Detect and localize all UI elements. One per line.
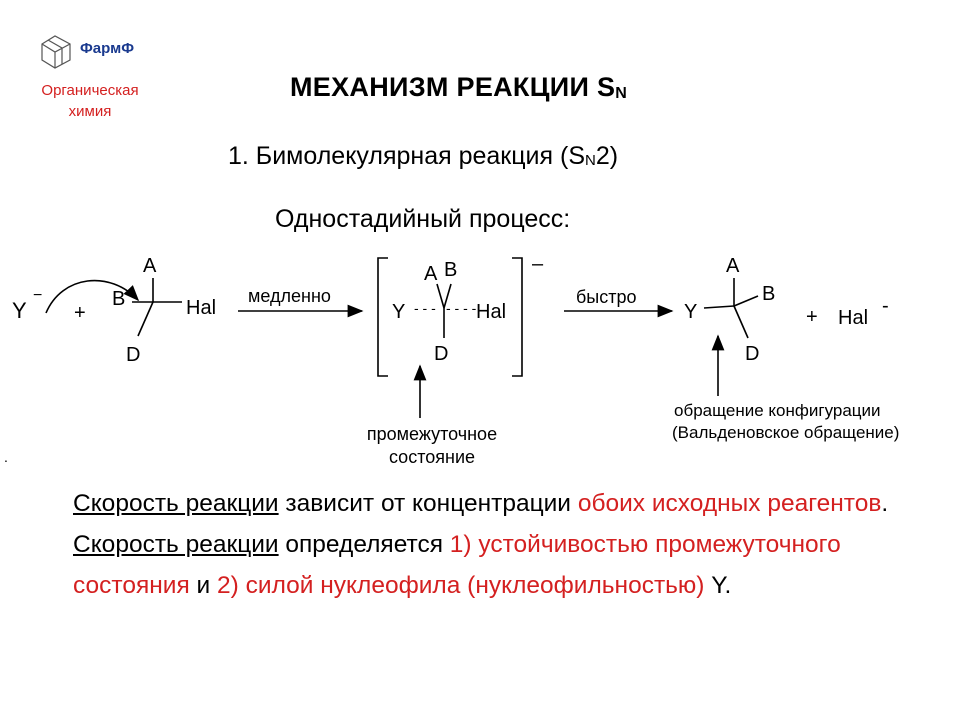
ts-hal: Hal [476,301,506,323]
attack-curved-arrow [45,279,140,314]
conjunction: и [189,572,218,599]
ts-y: Y [392,301,405,323]
page-title: МЕХАНИЗМ РЕАКЦИИ SN [290,72,628,102]
reactant-a: A [143,255,157,277]
reaction-type-heading: 1. Бимолекулярная реакция (SN2) [228,142,619,170]
product-d: D [745,343,759,365]
product-y: Y [684,301,697,323]
reactant-b: B [112,288,125,310]
inversion-caption-1: обращение конфигурации [674,401,881,420]
reactant-hal: Hal [186,297,216,319]
reactant-bonds [132,278,182,337]
leaving-group-charge: - [882,295,889,317]
both-reagents-phrase: обоих исходных реагентов [577,490,882,517]
ts-b: B [444,259,457,281]
reactant-d: D [126,344,140,366]
rate-determination-paragraph: Скорость реакции определяется 1) устойчи… [73,524,913,606]
ts-charge: – [532,253,544,275]
plus-sign-2: + [806,306,818,328]
ts-a: A [424,263,438,285]
arrow-slow-label: медленно [248,286,331,306]
process-label: Одностадийный процесс: [275,205,571,233]
rate-text-1: зависит от концентрации [278,490,578,517]
inversion-caption-2: (Вальденовское обращение) [672,423,899,442]
logo-name: ФармФ [80,40,135,57]
ts-brackets [377,257,523,377]
rate-text-2: определяется [278,531,450,558]
plus-sign-1: + [74,302,86,324]
nucleophile-charge: − [33,287,42,304]
ts-caption-1: промежуточное [367,424,497,444]
ts-caption-2: состояние [389,447,475,467]
product-bonds [703,278,759,339]
logo-subtitle: Органическая химия [41,82,139,120]
leaving-group-hal: Hal [838,307,868,329]
period-1: . [881,490,889,517]
rate-term-2: Скорость реакции [73,531,279,558]
arrow-fast-label: быстро [576,287,637,307]
stray-dot: . [4,449,8,465]
ts-bond-right: - - - - [446,300,477,316]
nucleophile-symbol: Y. [704,572,732,599]
rate-dependence-paragraph: Скорость реакции зависит от концентрации… [73,483,913,524]
product-a: A [726,255,740,277]
rate-term-1: Скорость реакции [73,490,279,517]
ts-bond-left: - - - [414,300,436,316]
stability-phrase: 1) устойчивостью промежуточного состояни… [73,531,841,599]
nucleophile-y: Y [12,298,27,323]
product-b: B [762,283,775,305]
ts-d: D [434,343,448,365]
nucleophile-strength-phrase: 2) силой нуклеофила (нуклеофильностью) [217,572,705,599]
explanation-text: Скорость реакции зависит от концентрации… [73,483,913,606]
ts-bonds [436,283,452,338]
